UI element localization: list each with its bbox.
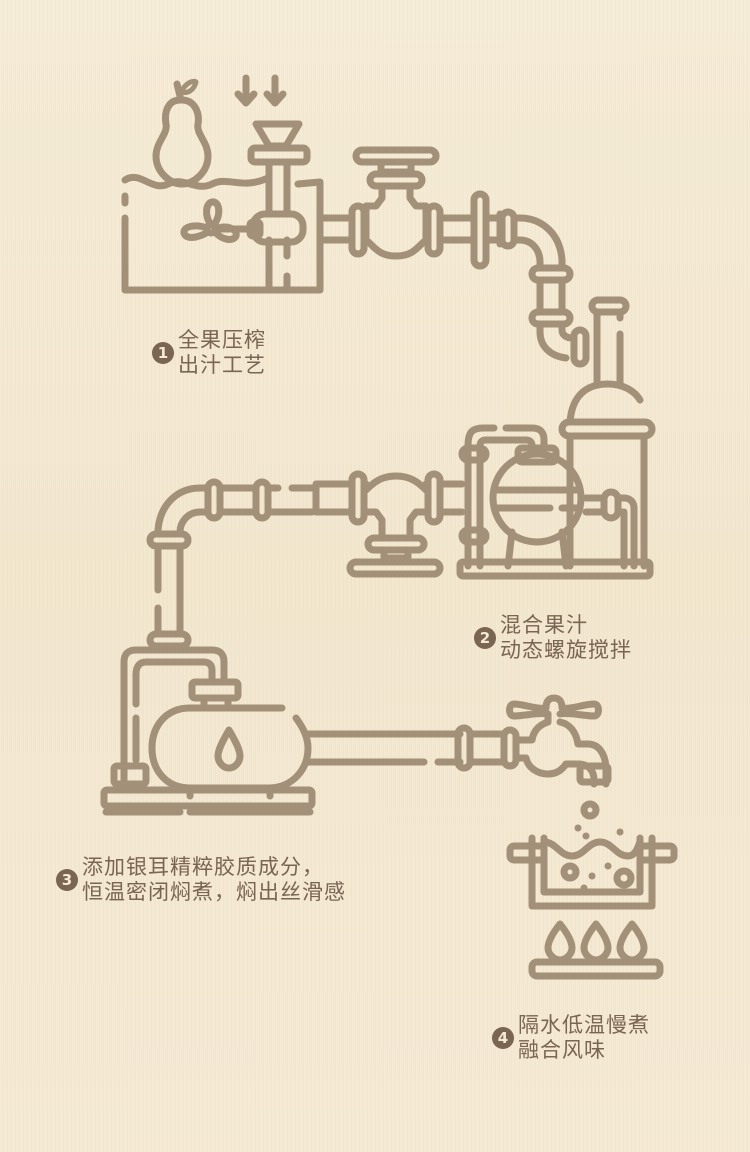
step-1-label: 1 全果压榨 出汁工艺 — [152, 328, 266, 378]
pipe-segment-1 — [436, 190, 590, 368]
step-2-line-2: 动态螺旋搅拌 — [500, 638, 632, 662]
step-3-line-2: 恒温密闭焖煮，焖出丝滑感 — [82, 880, 346, 904]
step-1-badge: 1 — [152, 342, 174, 364]
step-3-line-1: 添加银耳精粹胶质成分， — [82, 855, 324, 879]
step-1-line-1: 全果压榨 — [178, 328, 266, 352]
step-3-label: 3 添加银耳精粹胶质成分， 恒温密闭焖煮，焖出丝滑感 — [56, 855, 346, 905]
step-2-badge: 2 — [474, 627, 496, 649]
gate-valve-icon — [348, 146, 444, 260]
step-4-line-1: 隔水低温慢煮 — [518, 1013, 650, 1037]
down-arrows-icon — [234, 74, 287, 107]
step-2-line-1: 混合果汁 — [500, 613, 588, 637]
step-3-badge: 3 — [56, 869, 78, 891]
faucet-icon — [506, 694, 612, 788]
step-2-label: 2 混合果汁 动态螺旋搅拌 — [474, 613, 632, 663]
step-1-line-2: 出汁工艺 — [178, 353, 266, 377]
pear-icon — [152, 78, 212, 188]
step-4-line-2: 融合风味 — [518, 1038, 606, 1062]
boiler-tank-icon — [100, 646, 520, 816]
stove-pot-icon — [506, 800, 678, 980]
step-4-badge: 4 — [492, 1027, 514, 1049]
juicer-tank-icon — [121, 120, 356, 294]
step-4-label: 4 隔水低温慢煮 融合风味 — [492, 1013, 650, 1063]
mixing-tank-icon — [456, 296, 656, 580]
pipe-segment-2 — [146, 470, 466, 650]
